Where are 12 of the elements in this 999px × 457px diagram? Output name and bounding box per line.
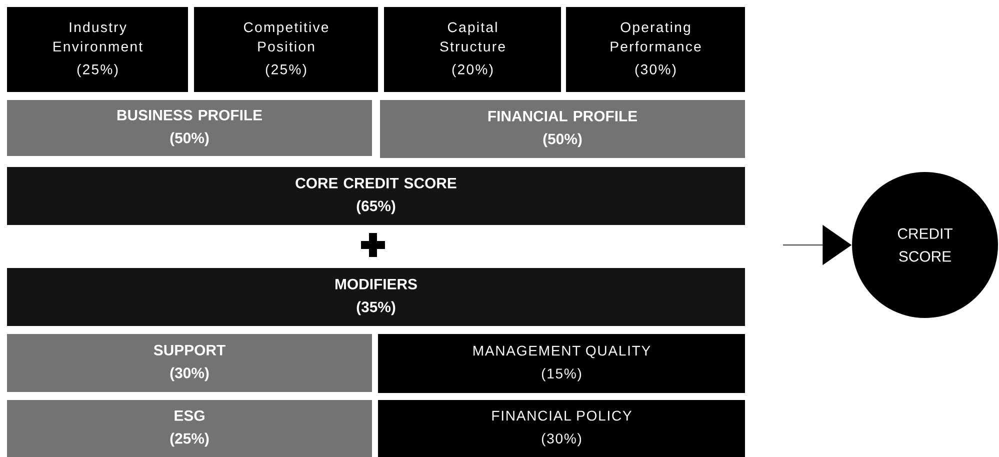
factor-box: MANAGEMENT QUALITY (15%) — [378, 334, 745, 393]
factor-box: FINANCIAL POLICY (30%) — [378, 400, 745, 457]
score-box: CORE CREDIT SCORE (65%) — [7, 167, 745, 225]
profile-box: SUPPORT (30%) — [7, 334, 372, 392]
process-box: Industry Environment (25%) — [7, 7, 188, 92]
score-box: MODIFIERS (35%) — [7, 268, 745, 326]
process-box: Capital Structure (20%) — [384, 7, 561, 92]
profile-box: BUSINESS PROFILE (50%) — [7, 100, 372, 156]
profile-box: ESG (25%) — [7, 400, 372, 457]
process-box: Competitive Position (25%) — [194, 7, 378, 92]
profile-box: FINANCIAL PROFILE (50%) — [380, 100, 745, 158]
process-box: Operating Performance (30%) — [566, 7, 745, 92]
